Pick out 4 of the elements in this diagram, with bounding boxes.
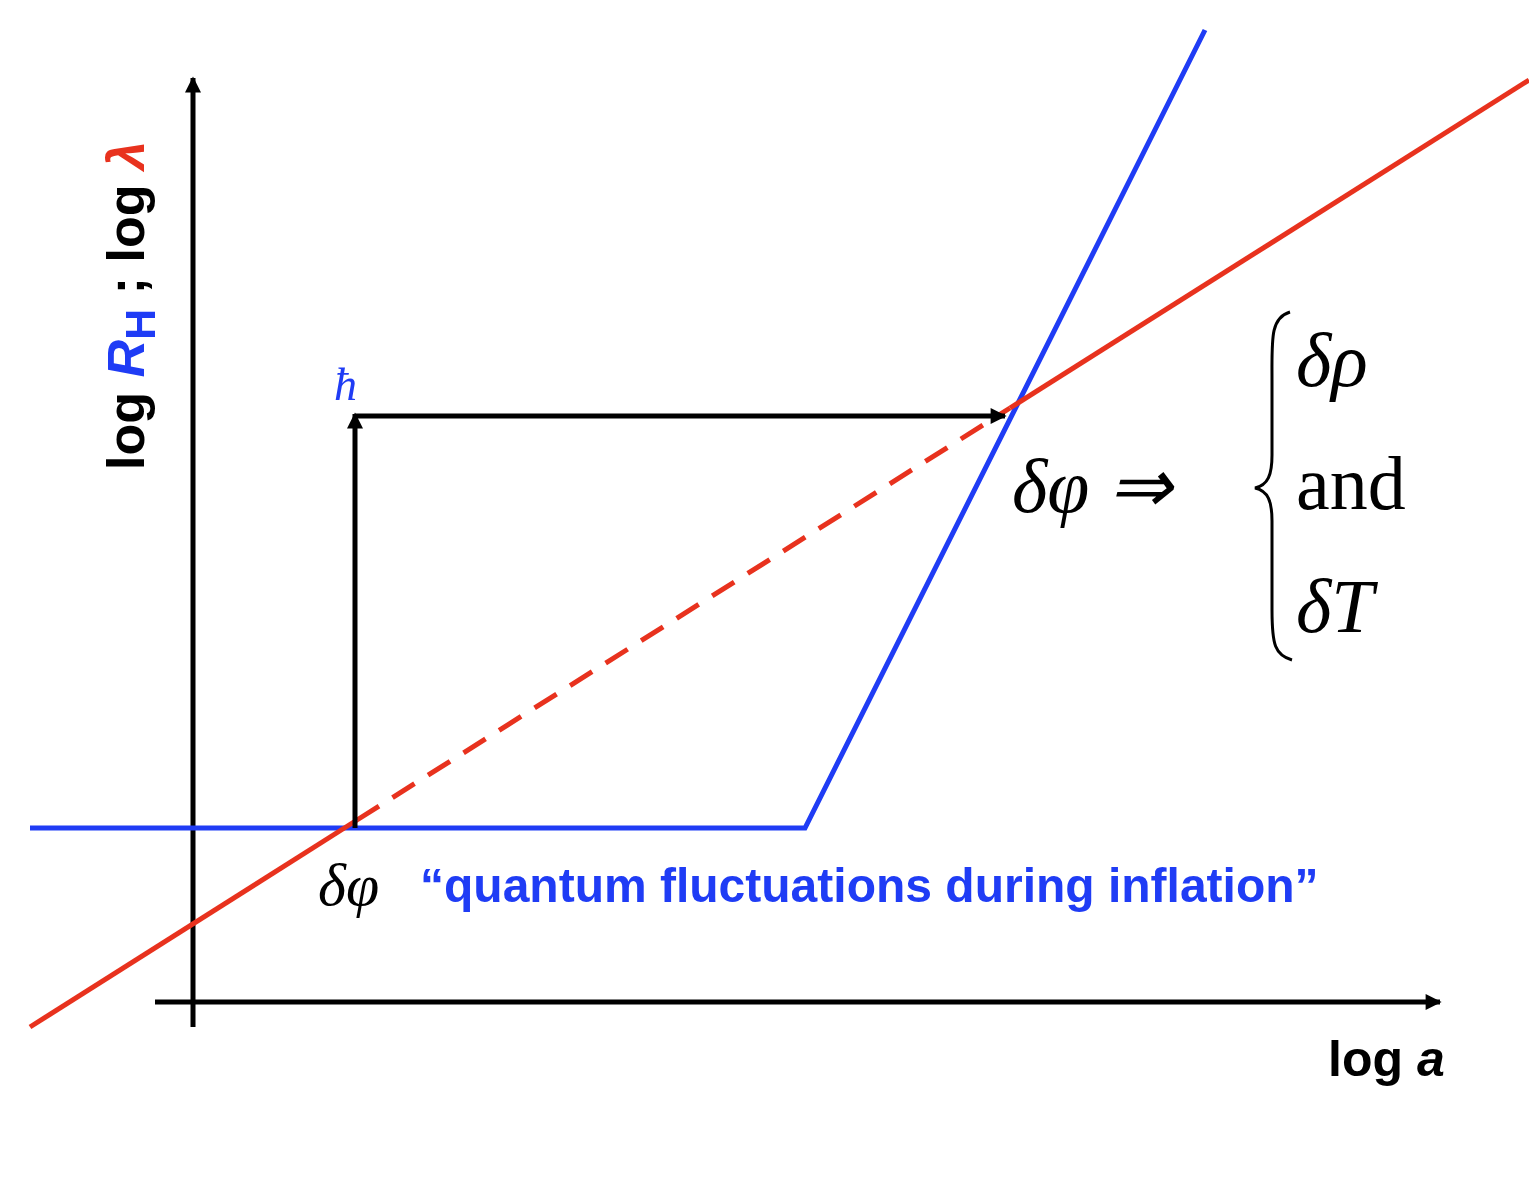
symbol-label: ħ xyxy=(334,362,357,408)
annotation-text: and xyxy=(1296,445,1406,521)
annotation-text: “quantum fluctuations during inflation” xyxy=(420,862,1319,910)
axis-label: log a xyxy=(1328,1034,1445,1084)
